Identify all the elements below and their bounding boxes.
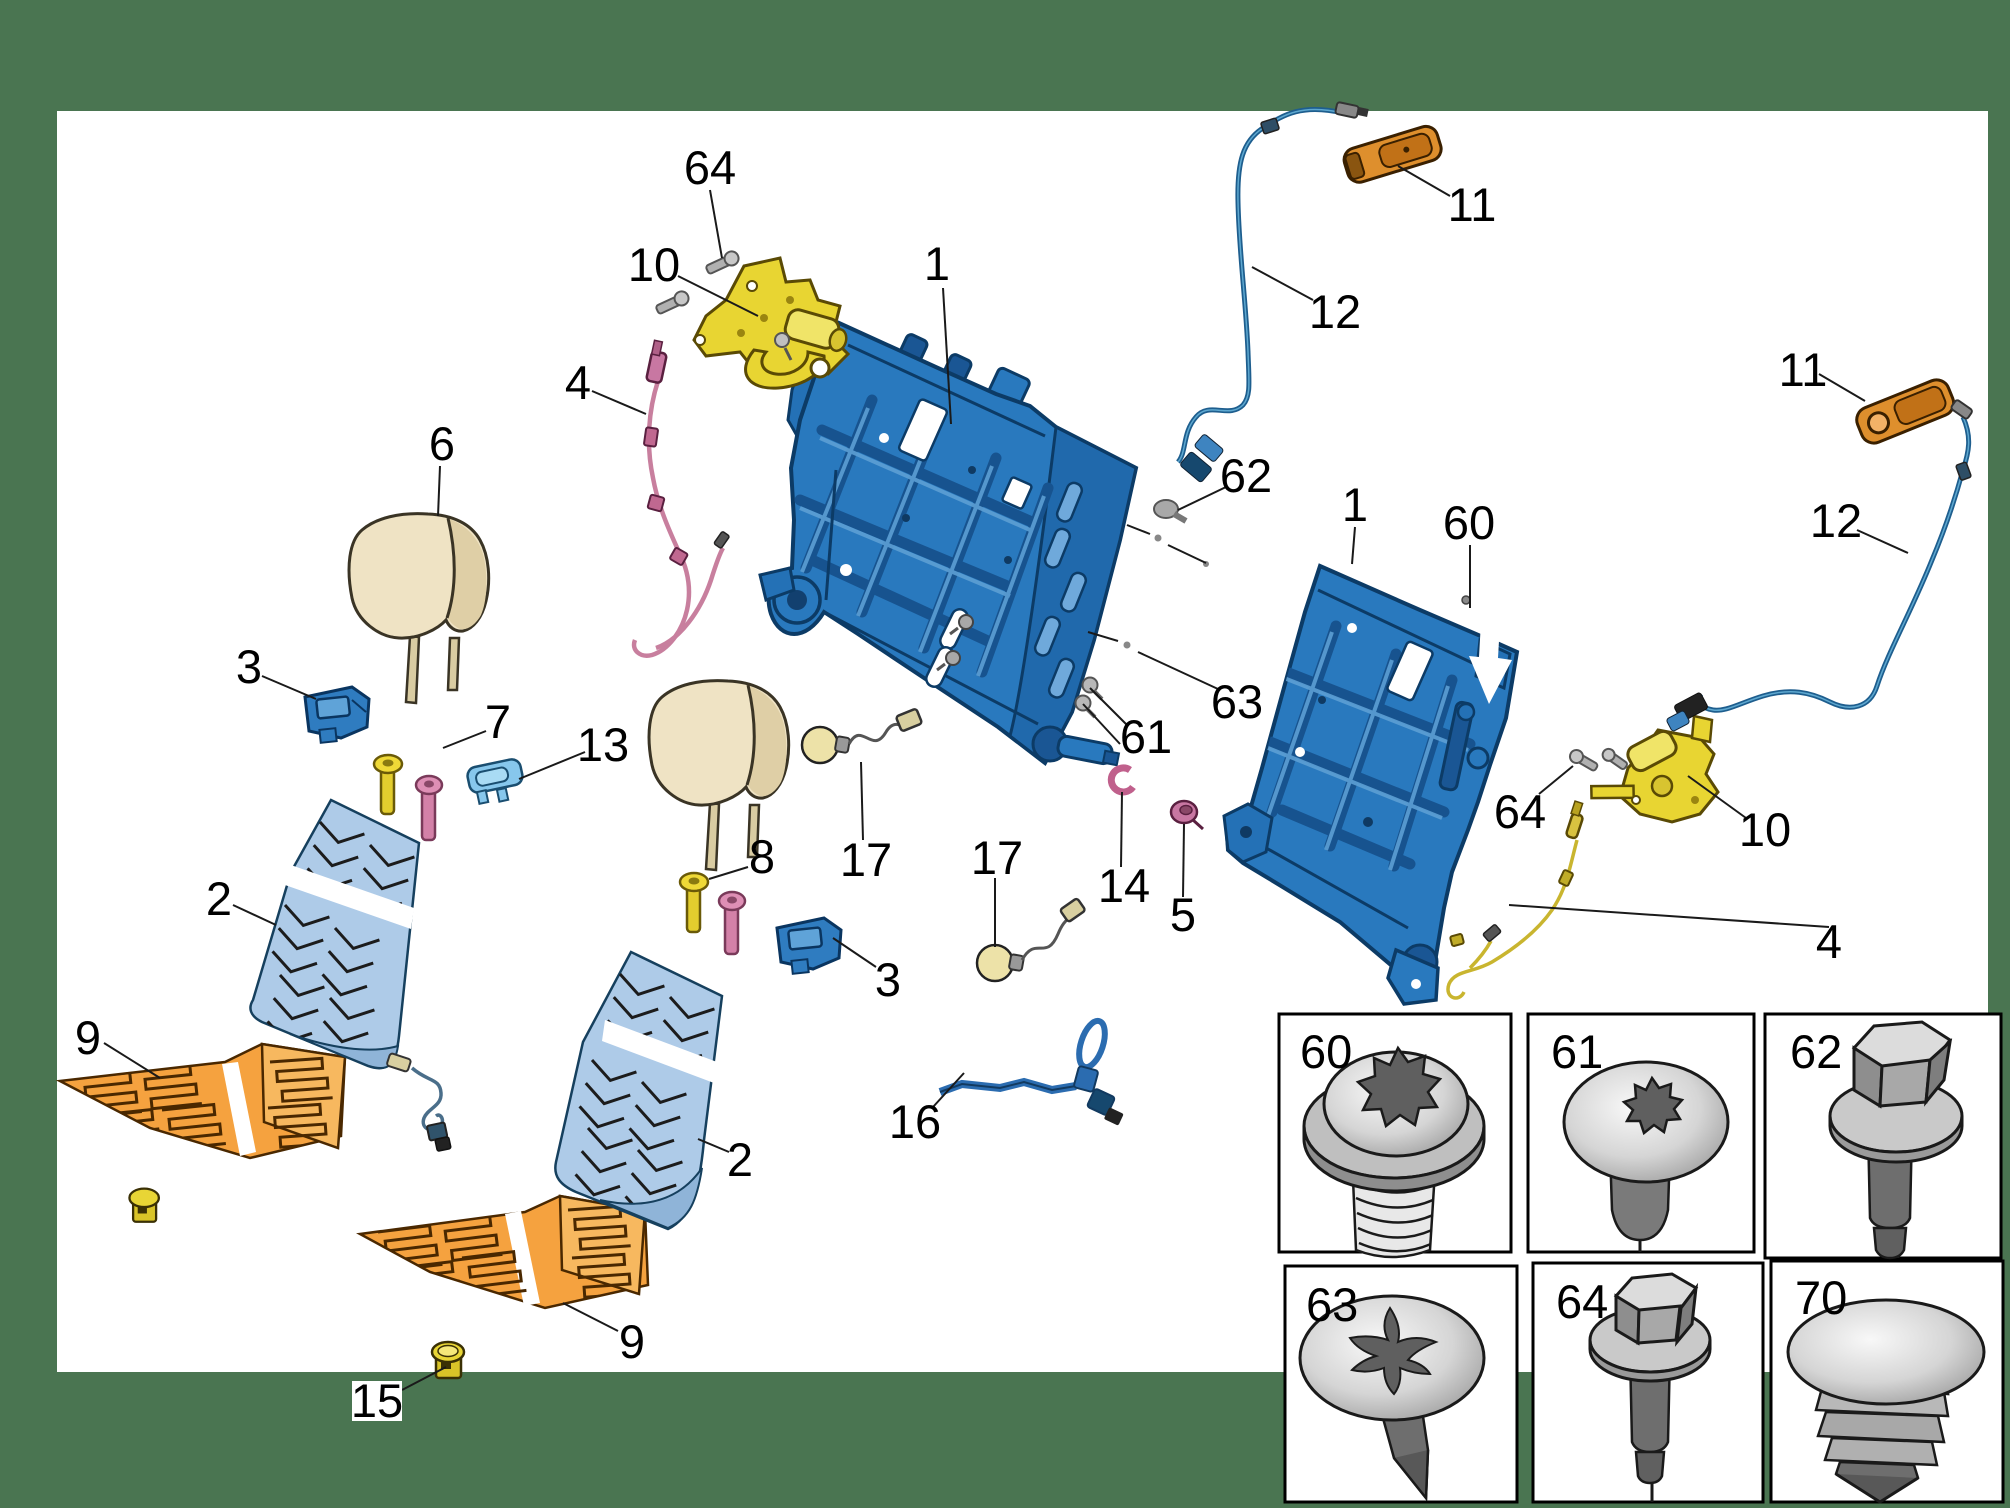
svg-text:61: 61 [1120, 710, 1172, 763]
svg-text:1: 1 [924, 237, 950, 290]
svg-text:11: 11 [1448, 178, 1497, 231]
svg-text:5: 5 [1170, 888, 1196, 941]
svg-text:60: 60 [1443, 496, 1495, 549]
svg-text:14: 14 [1098, 859, 1150, 912]
svg-text:17: 17 [840, 833, 892, 886]
svg-text:64: 64 [684, 141, 736, 194]
svg-text:3: 3 [236, 640, 262, 693]
svg-text:6: 6 [429, 417, 455, 470]
svg-text:70: 70 [1795, 1271, 1847, 1324]
svg-text:12: 12 [1309, 285, 1361, 338]
svg-text:10: 10 [628, 238, 680, 291]
svg-text:63: 63 [1211, 675, 1263, 728]
svg-text:61: 61 [1551, 1025, 1603, 1078]
svg-text:8: 8 [749, 830, 775, 883]
svg-text:15: 15 [351, 1374, 403, 1427]
svg-text:62: 62 [1790, 1025, 1842, 1078]
svg-text:4: 4 [565, 356, 591, 409]
svg-text:1: 1 [1342, 478, 1368, 531]
svg-text:64: 64 [1494, 785, 1546, 838]
svg-text:63: 63 [1306, 1278, 1358, 1331]
svg-text:11: 11 [1779, 343, 1828, 396]
svg-text:16: 16 [889, 1095, 941, 1148]
svg-text:9: 9 [75, 1011, 101, 1064]
svg-text:3: 3 [875, 953, 901, 1006]
svg-text:62: 62 [1220, 449, 1272, 502]
svg-text:2: 2 [727, 1133, 753, 1186]
svg-text:64: 64 [1556, 1275, 1608, 1328]
svg-text:13: 13 [577, 718, 629, 771]
svg-text:9: 9 [619, 1315, 645, 1368]
svg-text:12: 12 [1810, 494, 1862, 547]
svg-text:2: 2 [206, 872, 232, 925]
svg-text:10: 10 [1739, 803, 1791, 856]
svg-text:7: 7 [485, 695, 511, 748]
svg-text:4: 4 [1816, 915, 1842, 968]
svg-text:60: 60 [1300, 1025, 1352, 1078]
svg-text:17: 17 [971, 831, 1023, 884]
